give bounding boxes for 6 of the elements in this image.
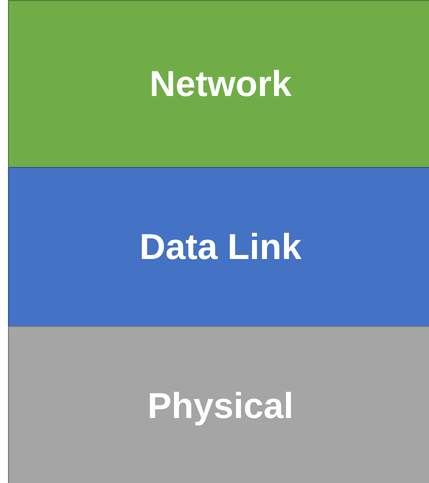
layer-band [8, 167, 429, 327]
layer-name: Network [149, 63, 292, 105]
layer-band [8, 0, 429, 168]
layer-name: Data Link [139, 226, 302, 268]
layer-band [8, 326, 429, 483]
layer-name: Physical [147, 385, 294, 427]
